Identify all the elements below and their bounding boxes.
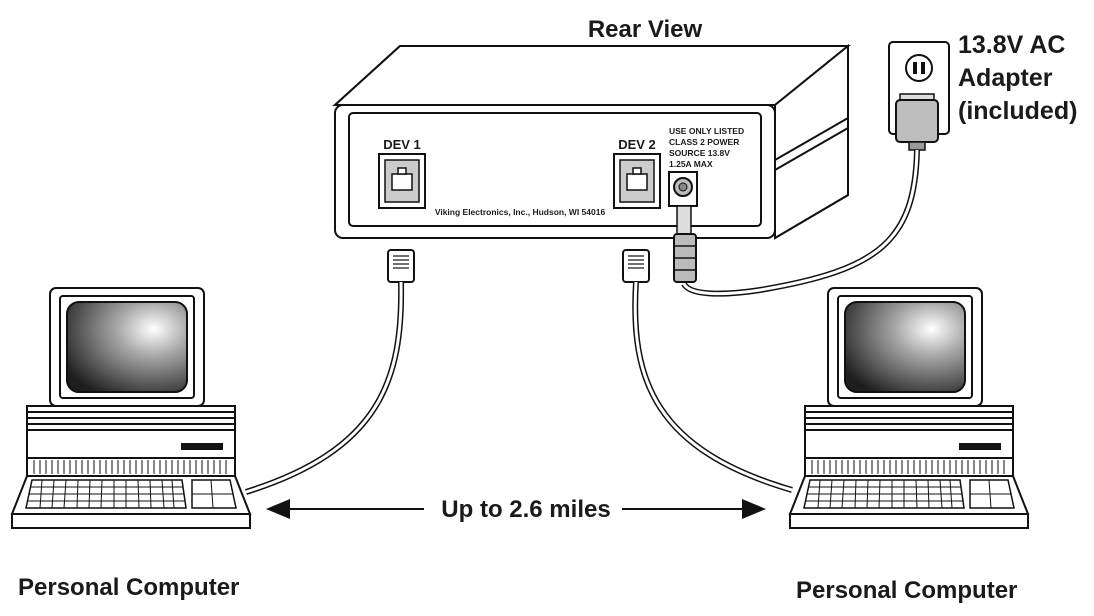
warning-line-2: CLASS 2 POWER [669,137,739,147]
left-monitor-screen [66,301,188,393]
adapter-label-line-2: Adapter [958,64,1053,92]
port-dev2-label: DEV 2 [618,137,656,152]
cable-right [632,281,793,493]
right-keyboard-key-grid [817,479,953,509]
device-side-seam [774,117,849,161]
device-top-face [332,45,851,106]
cable-left [245,281,405,495]
manufacturer-text: Viking Electronics, Inc., Hudson, WI 540… [435,207,606,217]
rj11-plug-right [622,249,650,283]
warning-line-3: SOURCE 13.8V [669,148,730,158]
diagram-title: Rear View [588,16,703,43]
left-computer-label: Personal Computer [18,574,239,601]
power-cord [673,149,920,297]
distance-indicator: Up to 2.6 miles [266,496,766,523]
port-dev1-label: DEV 1 [383,137,421,152]
adapter-label-line-1: 13.8V AC [958,31,1065,59]
right-vent-slats [811,460,1005,474]
left-vent-slats [33,460,227,474]
left-personal-computer [10,287,252,529]
adapter-label-line-3: (included) [958,97,1077,125]
left-keyboard-key-grid [39,479,175,509]
ac-adapter [895,93,939,151]
right-computer-label: Personal Computer [796,577,1017,604]
rj11-plug-left [387,249,415,283]
device-side-seam-2 [774,127,849,171]
right-monitor-screen [844,301,966,393]
power-jack [668,171,698,207]
distance-label: Up to 2.6 miles [441,496,610,523]
power-warning-text: USE ONLY LISTED CLASS 2 POWER SOURCE 13.… [669,126,744,169]
warning-line-4: 1.25A MAX [669,159,713,169]
right-personal-computer [788,287,1030,529]
rj11-jack-dev1 [378,153,426,209]
rj11-jack-dev2 [613,153,661,209]
warning-line-1: USE ONLY LISTED [669,126,744,136]
